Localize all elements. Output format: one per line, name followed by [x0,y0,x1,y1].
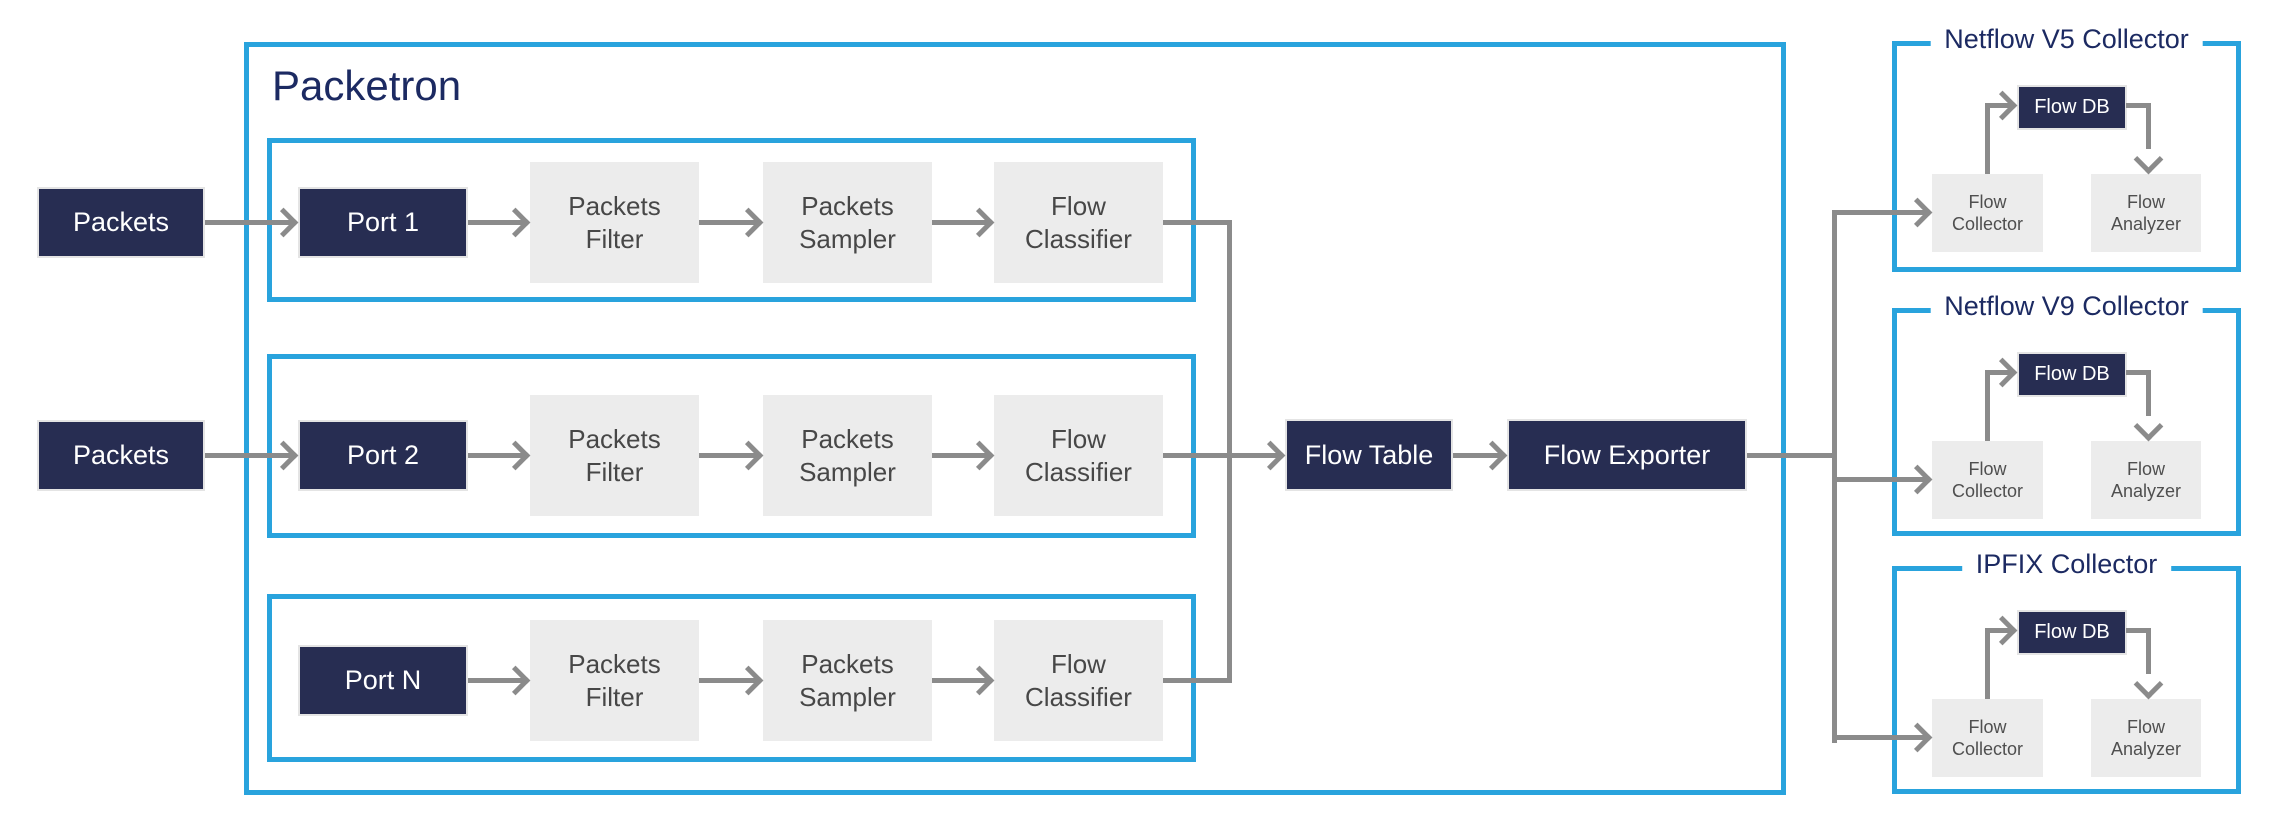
flow-classifier-box: Flow Classifier [994,620,1163,741]
port-box: Port N [298,645,468,716]
packets-sampler-box: Packets Sampler [763,395,932,516]
connector-line [468,678,524,683]
arrowhead-down-icon [2133,411,2164,442]
packets-sampler-box: Packets Sampler [763,620,932,741]
packets-input-box: Packets [37,187,205,258]
packets-filter-box: Packets Filter [530,162,699,283]
packets-input-box: Packets [37,420,205,491]
connector-line [1985,370,1990,441]
flow-db-box: Flow DB [2017,85,2127,130]
packets-sampler-box: Packets Sampler [763,162,932,283]
arrowhead-down-icon [2133,669,2164,700]
connector-line [1832,477,1926,482]
connector-line [699,220,757,225]
connector-line [1832,210,1837,743]
flow-analyzer-box: Flow Analyzer [2091,441,2201,519]
packetron-container [244,42,1786,795]
connector-line [932,678,988,683]
flow-classifier-box: Flow Classifier [994,162,1163,283]
arrowhead-right-icon [1987,357,2018,388]
connector-line [1832,210,1926,215]
packets-filter-box: Packets Filter [530,620,699,741]
connector-line [1832,735,1926,740]
arrowhead-right-icon [1987,615,2018,646]
collector-container-ipfix: IPFIX Collector Flow DB Flow Collector F… [1892,549,2241,794]
connector-line [1163,453,1232,458]
connector-line [1227,453,1279,458]
port-box: Port 1 [298,187,468,258]
connector-line [699,678,757,683]
connector-line [1163,678,1232,683]
connector-line [468,453,524,458]
connector-line [205,220,292,225]
connector-line [1453,453,1501,458]
connector-line [1227,220,1232,683]
flow-exporter-box: Flow Exporter [1507,419,1747,491]
flow-collector-box: Flow Collector [1932,174,2043,252]
flow-analyzer-box: Flow Analyzer [2091,699,2201,777]
flow-analyzer-box: Flow Analyzer [2091,174,2201,252]
connector-line [2126,370,2151,375]
flow-collector-box: Flow Collector [1932,441,2043,519]
collector-title: IPFIX Collector [1961,549,2172,580]
connector-line [2146,628,2151,674]
connector-line [1985,628,1990,699]
connector-line [1985,370,2011,375]
connector-line [932,453,988,458]
connector-line [1985,103,2011,108]
connector-line [1747,453,1837,458]
connector-line [932,220,988,225]
collector-container-netflow-v5: Netflow V5 Collector Flow DB Flow Collec… [1892,24,2241,272]
connector-line [205,453,292,458]
flow-collector-box: Flow Collector [1932,699,2043,777]
arrowhead-right-icon [1987,90,2018,121]
port-box: Port 2 [298,420,468,491]
connector-line [2146,370,2151,416]
port-row-container [267,354,1196,538]
flow-db-box: Flow DB [2017,610,2127,655]
flow-table-box: Flow Table [1285,419,1453,491]
collector-title: Netflow V5 Collector [1930,24,2203,55]
packets-filter-box: Packets Filter [530,395,699,516]
connector-line [1985,103,1990,174]
collector-title: Netflow V9 Collector [1930,291,2203,322]
connector-line [1163,220,1232,225]
connector-line [2146,103,2151,149]
connector-line [699,453,757,458]
connector-line [2126,628,2151,633]
collector-container-netflow-v9: Netflow V9 Collector Flow DB Flow Collec… [1892,291,2241,536]
flow-db-box: Flow DB [2017,352,2127,397]
connector-line [468,220,524,225]
packetron-title: Packetron [272,62,462,109]
connector-line [1985,628,2011,633]
connector-line [2126,103,2151,108]
flow-classifier-box: Flow Classifier [994,395,1163,516]
arrowhead-down-icon [2133,144,2164,175]
